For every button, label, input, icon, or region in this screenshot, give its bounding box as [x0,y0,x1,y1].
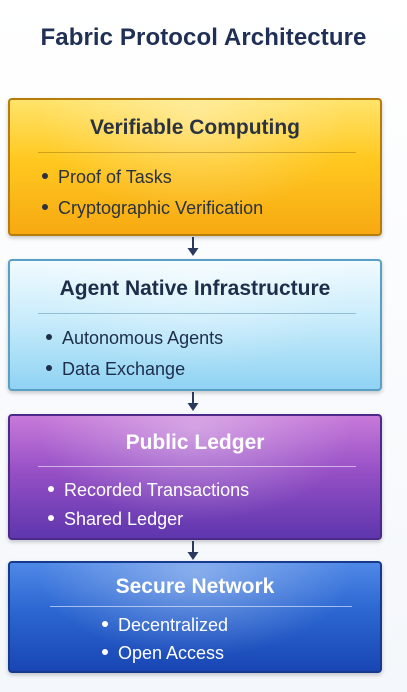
layer-card-public-ledger: Public Ledger Recorded Transactions Shar… [8,414,382,540]
list-item-label: Autonomous Agents [62,328,224,348]
bullet-icon [102,649,108,656]
list-item: Proof of Tasks [42,162,263,193]
list-item: Recorded Transactions [48,476,249,505]
layer-divider [38,466,356,467]
layer-title: Public Ledger [125,431,265,454]
layer-title: Secure Network [115,575,275,598]
list-item: Open Access [102,639,228,667]
list-item-label: Decentralized [118,615,229,635]
layer-items: Decentralized Open Access [102,611,228,667]
layer-card-verifiable-computing: Verifiable Computing Proof of Tasks Cryp… [8,98,382,236]
page-title: Fabric Protocol Architecture [40,24,367,51]
bullet-icon [42,173,48,180]
list-item: Autonomous Agents [46,323,223,354]
list-item-label: Recorded Transactions [64,480,250,500]
layer-title: Agent Native Infrastructure [59,277,331,300]
layer-divider [50,606,352,607]
layer-card-agent-native-infrastructure: Agent Native Infrastructure Autonomous A… [8,259,382,391]
bullet-icon [46,334,52,341]
layer-items: Recorded Transactions Shared Ledger [48,476,249,534]
bullet-icon [46,365,52,372]
list-item: Shared Ledger [48,505,249,534]
layer-divider [38,313,356,314]
list-item-label: Data Exchange [62,359,186,379]
list-item-label: Cryptographic Verification [58,198,264,218]
layer-title: Verifiable Computing [89,116,301,139]
list-item: Data Exchange [46,354,223,385]
arrow-down-icon [186,237,200,257]
bullet-icon [42,204,48,211]
layer-items: Autonomous Agents Data Exchange [46,323,223,385]
list-item-label: Shared Ledger [64,509,184,529]
bullet-icon [48,515,54,522]
layer-items: Proof of Tasks Cryptographic Verificatio… [42,162,263,224]
arrow-down-icon [186,541,200,561]
list-item: Decentralized [102,611,228,639]
bullet-icon [102,621,108,628]
layer-divider [38,152,356,153]
list-item-label: Open Access [118,643,225,663]
layer-card-secure-network: Secure Network Decentralized Open Access [8,561,382,673]
list-item-label: Proof of Tasks [58,167,172,187]
list-item: Cryptographic Verification [42,193,263,224]
bullet-icon [48,486,54,493]
arrow-down-icon [186,392,200,412]
